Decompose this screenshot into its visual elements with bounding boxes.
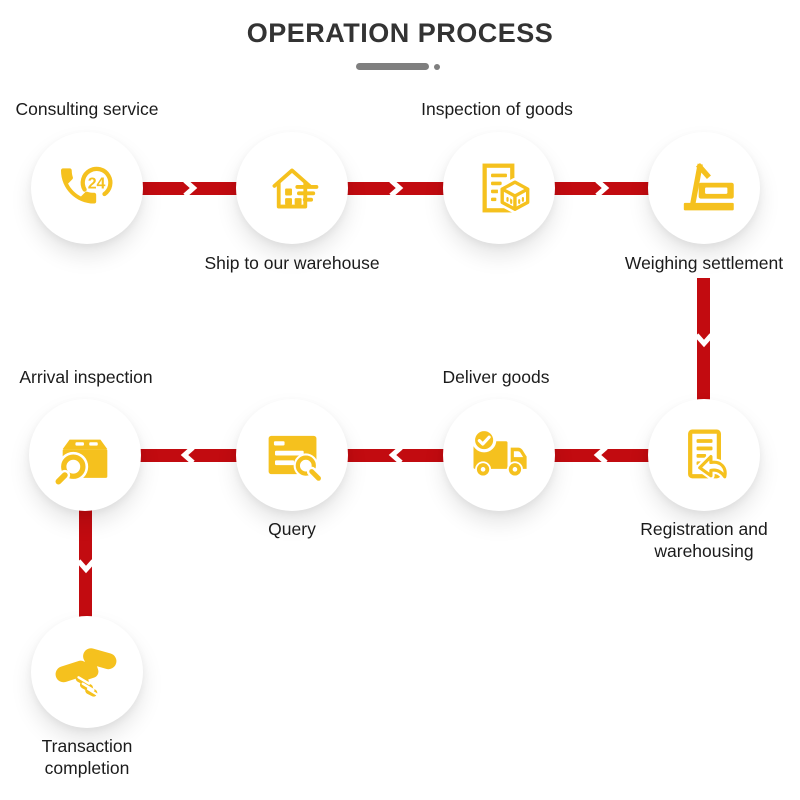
phone-24-icon: 24 [53, 154, 121, 222]
step-label-arrival-inspection: Arrival inspection [19, 367, 153, 387]
step-label-transaction-completion: Transaction completion [41, 736, 133, 778]
query-search-icon [258, 421, 326, 489]
arrow-right-icon [593, 179, 611, 197]
step-label-weighing-settlement: Weighing settlement [624, 253, 784, 273]
step-label-deliver-goods: Deliver goods [442, 367, 550, 387]
package-search-icon [51, 421, 119, 489]
step-node-query [236, 399, 348, 511]
step-node-consulting-service: 24 [31, 132, 143, 244]
step-node-ship-to-warehouse [236, 132, 348, 244]
handshake-icon [53, 638, 121, 706]
flow-bar-5 [552, 449, 652, 462]
phone-badge-text: 24 [88, 176, 106, 193]
step-label-query: Query [268, 519, 316, 539]
flow-bar-7 [138, 449, 240, 462]
step-label-registration-warehousing: Registration and warehousing [640, 519, 768, 561]
step-node-inspection-of-goods [443, 132, 555, 244]
delivery-truck-icon [465, 421, 533, 489]
arrow-down-icon [77, 557, 95, 575]
step-label-consulting-service: Consulting service [15, 99, 159, 119]
step-node-weighing-settlement [648, 132, 760, 244]
title-underline-dot [434, 64, 440, 70]
step-node-registration-warehousing [648, 399, 760, 511]
step-label-ship-to-warehouse: Ship to our warehouse [204, 253, 380, 273]
arrow-down-icon [695, 331, 713, 349]
arrow-right-icon [387, 179, 405, 197]
step-node-arrival-inspection [29, 399, 141, 511]
title-underline [356, 63, 429, 70]
registration-document-icon [670, 421, 738, 489]
step-label-inspection-of-goods: Inspection of goods [421, 99, 573, 119]
warehouse-house-icon [258, 154, 326, 222]
arrow-left-icon [592, 446, 610, 464]
arrow-left-icon [387, 446, 405, 464]
step-node-deliver-goods [443, 399, 555, 511]
arrow-right-icon [181, 179, 199, 197]
arrow-left-icon [179, 446, 197, 464]
page-title: OPERATION PROCESS [246, 18, 554, 48]
step-node-transaction-completion [31, 616, 143, 728]
weighbridge-scale-icon [670, 154, 738, 222]
document-cube-icon [465, 154, 533, 222]
